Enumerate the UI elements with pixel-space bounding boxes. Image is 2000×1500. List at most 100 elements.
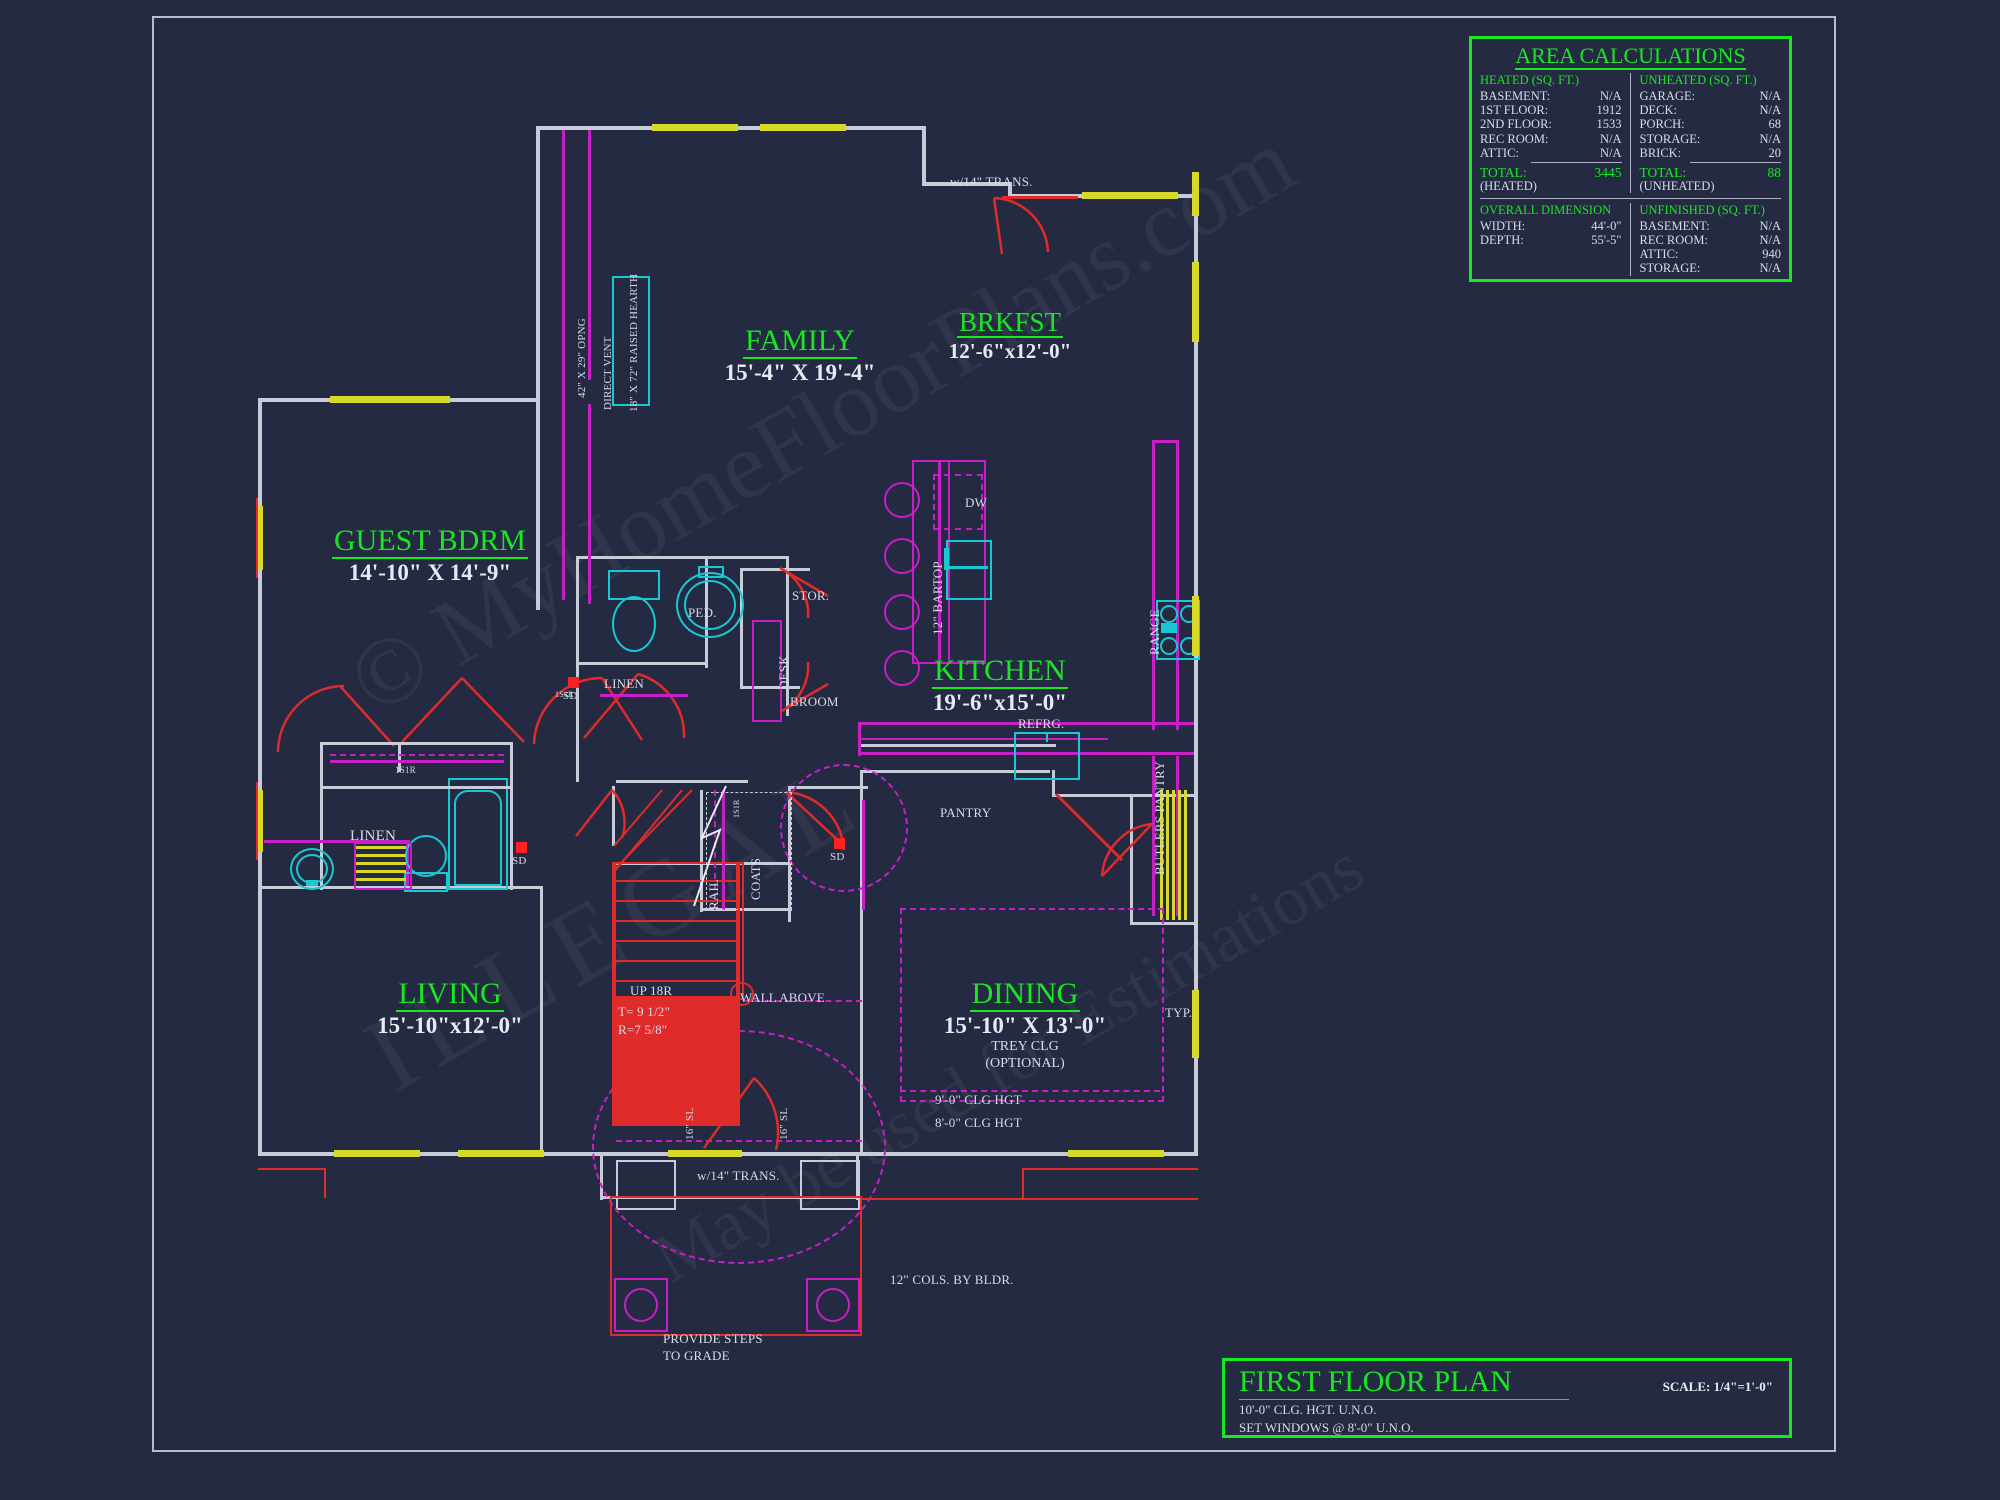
row-label: REC ROOM:: [1639, 233, 1708, 248]
table-row: PORCH:68: [1640, 117, 1782, 131]
area-unheated-total: TOTAL: 88: [1640, 165, 1782, 180]
row-value: N/A: [1759, 219, 1781, 234]
room-dimension: 15'-4" X 19'-4": [724, 359, 876, 385]
table-row: 1ST FLOOR:1912: [1480, 103, 1622, 117]
annotation-shelf-a: 1S1R: [395, 765, 416, 775]
table-row: ATTIC: N/A: [1480, 146, 1622, 160]
total-label: TOTAL:: [1639, 164, 1687, 180]
annotation-ped: PED.: [688, 605, 717, 620]
area-column-overall: OVERALL DIMENSION WIDTH:44'-0" DEPTH:55'…: [1480, 203, 1631, 276]
annotation-stair-tread: T= 9 1/2": [618, 1004, 670, 1019]
annotation-stor: STOR.: [792, 588, 830, 603]
door-swing-hall: [575, 789, 626, 839]
room-label-kitchen: KITCHEN 19'-6"x15'-0": [885, 655, 1115, 716]
annotation-stair-up: UP 18R: [630, 983, 673, 998]
door-swing-stor: [779, 566, 829, 619]
table-row: STORAGE:N/A: [1640, 261, 1782, 275]
row-label: DEPTH:: [1480, 233, 1524, 248]
area-column-unheated: UNHEATED (SQ. FT.) GARAGE:N/A DECK: N/A P…: [1631, 73, 1782, 193]
table-row: BRICK:20: [1640, 146, 1782, 160]
annotation-cols: 12" COLS. BY BLDR.: [890, 1272, 1014, 1287]
row-value: N/A: [1759, 103, 1781, 118]
row-value: 1533: [1596, 117, 1622, 132]
row-value: N/A: [1599, 89, 1622, 104]
stair-landing: [612, 789, 693, 873]
room-name: DINING: [969, 977, 1081, 1012]
table-row: DEPTH:55'-5": [1480, 233, 1622, 247]
room-dimension: 14'-10" X 14'-9": [348, 559, 512, 585]
annotation-sd-1: SD: [563, 690, 578, 702]
row-label: DECK:: [1639, 103, 1678, 118]
area-heated-total-sub: (HEATED): [1480, 178, 1537, 193]
annotation-shelf-b: 1S1R: [732, 799, 741, 818]
room-name: BRKFST: [956, 307, 1064, 339]
annotation-typ: TYP.: [1165, 1005, 1193, 1020]
room-dimension: 12'-6"x12'-0": [948, 339, 1072, 364]
row-value: N/A: [1759, 131, 1781, 146]
row-label: 2ND FLOOR:: [1480, 117, 1552, 132]
area-unheated-header: UNHEATED (SQ. FT.): [1639, 73, 1757, 88]
area-overall-header: OVERALL DIMENSION: [1480, 203, 1612, 218]
row-label: ATTIC:: [1639, 247, 1679, 262]
row-value: N/A: [1759, 89, 1781, 104]
row-label: STORAGE:: [1639, 261, 1701, 276]
annotation-fireplace-opng: 42" X 29" OPNG: [576, 318, 588, 398]
room-dimension: 15'-10"x12'-0": [377, 1012, 523, 1038]
annotation-clg-8: 8'-0" CLG HGT: [935, 1115, 1022, 1130]
annotation-refrg: REFRG.: [1018, 716, 1065, 731]
room-note-1: TREY CLG: [991, 1038, 1059, 1054]
total-value: 88: [1767, 164, 1782, 180]
row-label: ATTIC:: [1480, 145, 1519, 160]
annotation-coats: COATS: [748, 857, 763, 900]
door-swing-brkfst: [992, 196, 1050, 255]
annotation-sd-2: SD: [512, 855, 527, 867]
room-label-dining: DINING 15'-10" X 13'-0" TREY CLG (OPTION…: [910, 978, 1140, 1073]
annotation-steps-1: PROVIDE STEPS: [663, 1331, 763, 1346]
table-row: WIDTH:44'-0": [1480, 219, 1622, 233]
area-unheated-total-sub: (UNHEATED): [1639, 178, 1715, 193]
annotation-fireplace-hearth: 18" X 72" RAISED HEARTH: [628, 273, 640, 412]
title-note-1: 10'-0" CLG. HGT. U.N.O.: [1239, 1402, 1377, 1417]
area-table-title: AREA CALCULATIONS: [1515, 43, 1746, 71]
room-name: LIVING: [396, 977, 504, 1012]
table-row: 2ND FLOOR: 1533: [1480, 117, 1622, 131]
title-block: FIRST FLOOR PLAN SCALE: 1/4"=1'-0" 10'-0…: [1222, 1358, 1792, 1438]
annotation-fireplace-vent: DIRECT VENT: [602, 336, 614, 410]
door-swing-butlers: [1100, 822, 1153, 877]
annotation-stair-riser: R=7 5/8": [618, 1022, 668, 1037]
row-value: 20: [1768, 145, 1782, 160]
annotation-butlers-pantry: BUTLERS PANTRY: [1152, 761, 1167, 875]
annotation-clg-9: 9'-0" CLG HGT: [935, 1092, 1022, 1107]
door-swing-guest-2: [401, 677, 525, 743]
annotation-broom: BROOM: [790, 694, 839, 709]
door-swing-broom: [779, 661, 829, 714]
smoke-detector-1: [568, 677, 579, 688]
row-label: STORAGE:: [1639, 131, 1701, 146]
room-note-2: (OPTIONAL): [985, 1055, 1065, 1071]
annotation-linen-bath: LINEN: [604, 676, 644, 691]
row-label: REC ROOM:: [1480, 131, 1549, 146]
annotation-bartop: 12" BARTOP: [930, 561, 945, 635]
door-swing-powder: [583, 672, 686, 739]
sheet-title: FIRST FLOOR PLAN: [1239, 1365, 1512, 1398]
annotation-desk: DESK: [776, 655, 791, 690]
annotation-steps-2: TO GRADE: [663, 1348, 730, 1363]
stair-rail-leader: [693, 785, 727, 907]
area-heated-total: TOTAL:3445: [1480, 165, 1622, 180]
drawing-scale: SCALE: 1/4"=1'-0": [1662, 1379, 1773, 1394]
row-label: BASEMENT:: [1639, 219, 1710, 234]
area-heated-header: HEATED (SQ. FT.): [1480, 73, 1580, 88]
annotation-sidelite-right: 16" SL: [778, 1107, 790, 1140]
room-name: FAMILY: [743, 324, 857, 359]
annotation-transom-top: w/14" TRANS.: [950, 174, 1033, 189]
room-name: GUEST BDRM: [332, 524, 528, 559]
table-row: GARAGE:N/A: [1640, 89, 1782, 103]
annotation-transom-bottom: w/14" TRANS.: [697, 1168, 780, 1183]
table-row: ATTIC:940: [1640, 247, 1782, 261]
row-label: BASEMENT:: [1480, 89, 1551, 104]
room-label-brkfst: BRKFST 12'-6"x12'-0": [900, 307, 1120, 364]
annotation-wall-above: WALL ABOVE: [740, 990, 825, 1006]
row-value: N/A: [1599, 145, 1622, 160]
title-rule: [1239, 1399, 1569, 1400]
room-label-family: FAMILY 15'-4" X 19'-4": [700, 325, 900, 386]
